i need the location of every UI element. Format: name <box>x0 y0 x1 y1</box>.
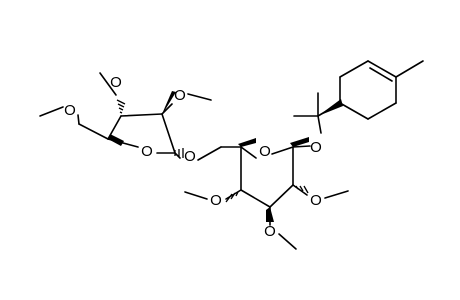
atom-o-c3-methoxy: O <box>110 74 122 91</box>
bond-o-methyl-right <box>187 93 212 101</box>
wedge-terpene <box>318 99 343 116</box>
wedge-c4 <box>108 134 124 146</box>
bond-ring-methyl <box>395 60 424 78</box>
ring-bond-2 <box>339 60 369 78</box>
bond-o-methyl-left <box>39 106 64 117</box>
bond-o-methyl-c3 <box>278 233 297 250</box>
bond-c4-c5 <box>78 123 109 140</box>
bond-c2-c3 <box>269 184 294 208</box>
ring-bond-5 <box>367 102 397 120</box>
ring-double-inner <box>369 67 393 82</box>
atom-o-c2-methoxy: O <box>174 87 186 104</box>
hash-c1 <box>174 148 184 158</box>
furanose-ring <box>39 72 222 161</box>
bond-o-quaternary <box>317 115 322 134</box>
wedge-c1 <box>290 137 309 147</box>
bond-o-ch2 <box>197 146 222 161</box>
bond-c5-o <box>77 114 80 125</box>
hash-c2 <box>295 185 309 194</box>
bond-c1-o-link <box>174 152 181 159</box>
bond-c5-ring-o-a <box>240 146 257 159</box>
atom-o-methoxymethyl: O <box>64 102 76 119</box>
atom-o-c2-methoxy-pyr: O <box>310 192 322 209</box>
atom-o-glycosidic: O <box>184 148 196 165</box>
wedge-c5 <box>238 138 256 147</box>
bond-c2-o <box>292 184 308 196</box>
bond-c2-o <box>161 103 173 115</box>
bond-o-methyl-c4 <box>184 191 208 200</box>
hash-c4 <box>225 191 239 203</box>
bond-c3-c2 <box>120 113 163 117</box>
ring-bond-6 <box>339 102 369 120</box>
bond-o-methyl-c2 <box>324 190 349 199</box>
wedge-c2 <box>162 91 176 114</box>
atom-o-furanose-ring: O <box>141 143 153 160</box>
atom-o-terpenyl: O <box>310 139 322 156</box>
bond-c3-c4 <box>240 189 271 208</box>
atom-o-c4-methoxy: O <box>210 192 222 209</box>
bond-c2-c1 <box>161 113 176 154</box>
bond-c1-o <box>292 145 311 148</box>
ring-bond-3 <box>367 60 397 78</box>
wedge-c3 <box>266 207 274 222</box>
bond-ring-o-c1 <box>271 146 294 155</box>
atom-labels: O O O O O O O O O O <box>64 74 322 240</box>
hash-c3 <box>116 99 126 114</box>
terpene-part <box>293 60 424 120</box>
bond-o-methyl-top <box>99 72 117 96</box>
atom-o-pyranose-ring: O <box>259 143 271 160</box>
atom-o-c3-methoxy-pyr: O <box>264 223 276 240</box>
